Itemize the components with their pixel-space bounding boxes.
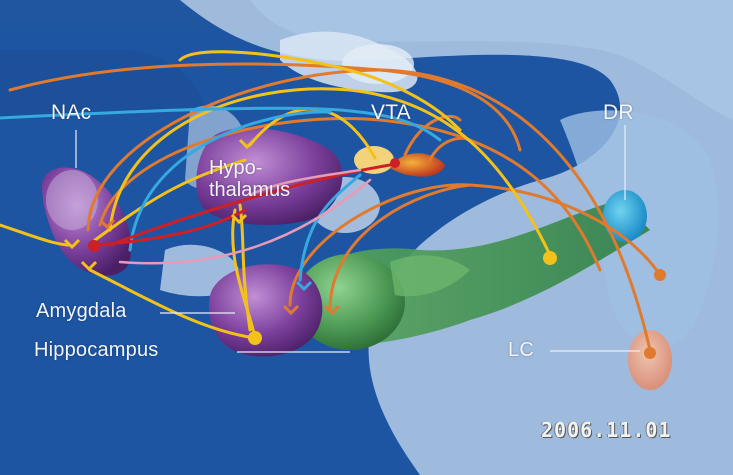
brain-outline: [180, 0, 733, 475]
upper-cortex: [250, 0, 733, 120]
lc-orange-dot: [644, 347, 656, 359]
nac-red-dot: [88, 240, 100, 252]
terminal-pons-orange: [323, 304, 341, 316]
orange-path-2: [86, 68, 652, 352]
orange-path-6: [403, 114, 462, 157]
terminal-nac-yellow: [63, 238, 81, 250]
nac-label: NAc: [51, 101, 92, 124]
blue-path-3: [298, 173, 362, 282]
pink-path-1: [118, 178, 372, 265]
lc-region: [628, 330, 672, 390]
lc-label: LC: [508, 339, 534, 361]
terminal-amy-orange: [282, 304, 300, 316]
terminal-hypo-yellow-2: [230, 213, 248, 225]
hippocampus-label: Hippocampus: [34, 339, 159, 361]
date-stamp: 2006.11.01: [541, 418, 672, 442]
yellow-pathways: [0, 50, 552, 340]
hypothalamus-region: [196, 127, 343, 225]
blue-path-1: [0, 106, 442, 142]
yellow-path-2: [108, 87, 552, 257]
terminal-hypo-yellow: [238, 138, 256, 150]
yellow-path-8: [88, 268, 257, 340]
vta-label: VTA: [371, 101, 411, 124]
pons-stripes: [390, 255, 470, 297]
hypothalamus-label-line1: Hypo-: [209, 157, 263, 179]
amygdala-hippocampus-region: [208, 264, 323, 357]
amygdala-label: Amygdala: [36, 300, 127, 322]
terminal-nac-yellow-2: [80, 260, 98, 272]
dr-label: DR: [603, 101, 634, 124]
pink-path-2: [248, 168, 362, 197]
hypothalamus-label-line2: thalamus: [209, 179, 291, 201]
blue-pathways: [0, 106, 442, 282]
brainstem-yellow-dot: [543, 251, 557, 265]
terminal-nac-orange: [98, 218, 116, 230]
hippocampus-yellow-dot: [248, 331, 262, 345]
yellow-path-5: [231, 208, 257, 340]
hypothalamus-label: Hypo- thalamus: [209, 157, 290, 201]
yellow-path-3: [93, 158, 247, 242]
lc-orange-dot-upper: [654, 269, 666, 281]
nac-highlight: [46, 170, 98, 230]
blue-path-2: [128, 110, 332, 252]
terminal-amy-blue: [295, 280, 313, 292]
pink-pathways: [118, 168, 372, 265]
terminal-markers: [63, 138, 341, 316]
yellow-path-6: [238, 203, 252, 332]
vta-dot: [390, 158, 400, 168]
pons: [295, 254, 405, 350]
orange-path-3: [98, 116, 602, 272]
orange-path-5: [328, 183, 472, 312]
yellow-path-1: [0, 223, 72, 247]
yellow-path-7: [178, 50, 462, 132]
